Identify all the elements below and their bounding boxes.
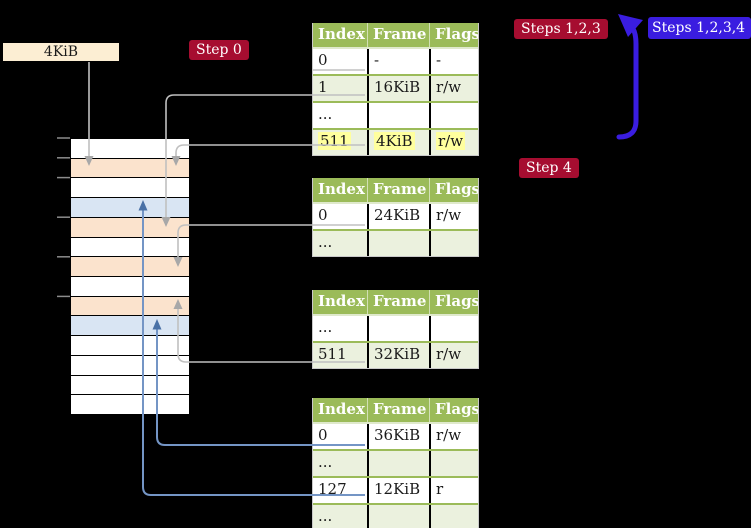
cell-flags: r/w: [429, 76, 478, 101]
cell-flags: r/w: [429, 204, 478, 229]
cell-frame: 32KiB: [367, 343, 429, 368]
cell-index: ...: [318, 105, 333, 123]
cell-frame: [367, 103, 429, 128]
column-header-index: Index: [318, 292, 365, 310]
page-table-level-4-row-511: 511 4KiB r/w: [313, 128, 478, 155]
highlighted-value: 4KiB: [374, 132, 415, 150]
column-header-frame: Frame: [367, 178, 429, 202]
cell-index: 0: [318, 426, 328, 444]
cell-frame: [367, 316, 429, 341]
cell-flags: [429, 103, 478, 128]
page-table-level-2-row-...: ...: [313, 314, 478, 341]
memory-row-mapped: [71, 198, 189, 218]
memory-row-free: [71, 336, 189, 356]
cell-frame: 16KiB: [367, 76, 429, 101]
cell-flags: r/w: [429, 424, 478, 449]
step4-badge: Step 4: [519, 158, 579, 178]
cell-frame: 36KiB: [367, 424, 429, 449]
physical-memory-column: [70, 138, 190, 415]
memory-row-free: [71, 237, 189, 258]
cell-frame: 24KiB: [367, 204, 429, 229]
column-header-flags: Flags: [429, 290, 478, 314]
page-table-level-3-row-...: ...: [313, 229, 478, 256]
cell-frame: [367, 505, 429, 528]
memory-row-page-table: [71, 257, 189, 278]
cell-index: ...: [318, 453, 333, 471]
memory-row-free: [71, 375, 189, 396]
cell-frame: -: [367, 49, 429, 74]
memory-row-free: [71, 139, 189, 159]
cell-index: ...: [318, 507, 333, 525]
highlighted-value: 511: [318, 132, 351, 150]
cell-flags: [429, 316, 478, 341]
memory-row-free: [71, 395, 189, 415]
cell-index: ...: [318, 318, 333, 336]
cell-frame: [367, 231, 429, 256]
highlighted-value: r/w: [436, 132, 466, 150]
cell-flags: r/w: [429, 130, 478, 155]
page-table-level-4-row-0: 0 --: [313, 47, 478, 74]
cell-index: 0: [318, 206, 328, 224]
memory-tick-marks: [57, 137, 70, 298]
cell-flags: -: [429, 49, 478, 74]
memory-row-page-table: [71, 217, 189, 238]
cell-index: 0: [318, 51, 328, 69]
cell-index: 1: [318, 78, 328, 96]
column-header-index: Index: [318, 400, 365, 418]
steps1234-badge: Steps 1,2,3,4: [648, 17, 751, 39]
column-header-index: Index: [318, 180, 365, 198]
page-table-level-4-row-...: ...: [313, 101, 478, 128]
cell-flags: [429, 505, 478, 528]
cell-index: 127: [318, 480, 347, 498]
column-header-flags: Flags: [429, 23, 478, 47]
cell-index: 511: [318, 345, 347, 363]
cell-frame: 4KiB: [367, 130, 429, 155]
memory-row-free: [71, 277, 189, 297]
column-header-frame: Frame: [367, 398, 429, 422]
column-header-frame: Frame: [367, 290, 429, 314]
page-table-level-1-row-...: ...: [313, 449, 478, 476]
column-header-flags: Flags: [429, 398, 478, 422]
column-header-frame: Frame: [367, 23, 429, 47]
cell-index: 511: [313, 130, 367, 155]
column-header-flags: Flags: [429, 178, 478, 202]
cell-flags: r: [429, 478, 478, 503]
memory-row-free: [71, 355, 189, 376]
memory-row-mapped: [71, 316, 189, 337]
cell-flags: r/w: [429, 343, 478, 368]
column-header-index: Index: [318, 25, 365, 43]
cell-index: ...: [318, 233, 333, 251]
recursive-loop-arrow: [616, 14, 643, 140]
memory-row-page-table: [71, 158, 189, 179]
memory-row-free: [71, 178, 189, 199]
page-table-level-1-row-...: ...: [313, 503, 478, 528]
cell-flags: [429, 231, 478, 256]
cell-frame: 12KiB: [367, 478, 429, 503]
cell-frame: [367, 451, 429, 476]
steps123-badge: Steps 1,2,3: [514, 19, 608, 39]
page-size-label: 4KiB: [2, 42, 120, 62]
memory-row-page-table: [71, 296, 189, 317]
step0-badge: Step 0: [189, 40, 249, 60]
cell-flags: [429, 451, 478, 476]
